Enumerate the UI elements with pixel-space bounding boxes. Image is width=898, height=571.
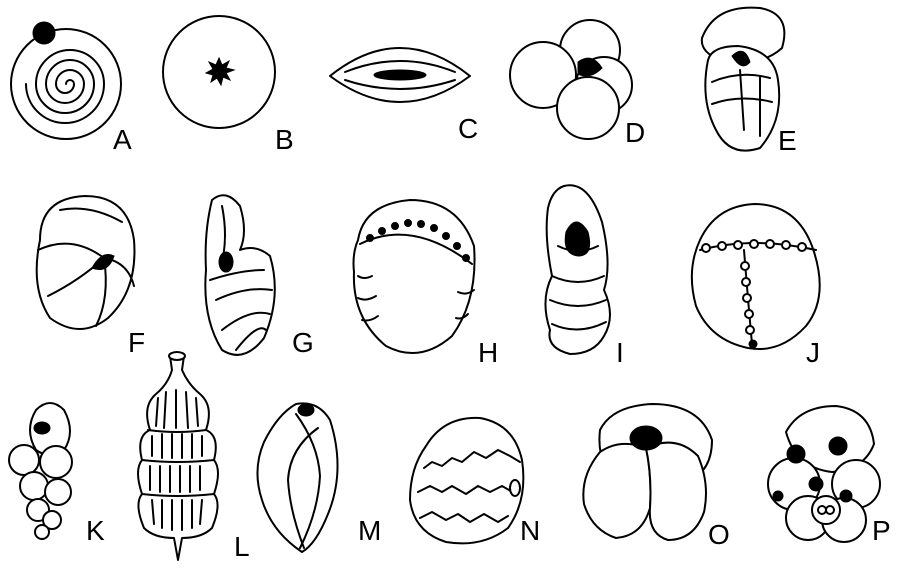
pore-j3 <box>734 241 742 249</box>
specimen-d: D <box>510 20 645 148</box>
label-h: H <box>478 337 498 368</box>
specimen-o: O <box>583 404 729 550</box>
specimen-i: I <box>545 185 623 368</box>
specimen-p: P <box>768 406 891 546</box>
aperture-h4 <box>405 220 412 227</box>
label-m: M <box>358 515 381 546</box>
label-l: L <box>234 531 250 562</box>
label-f: F <box>128 327 145 358</box>
chamber-d4 <box>557 77 619 139</box>
aperture-h6 <box>431 225 438 232</box>
pore-j8 <box>741 262 749 270</box>
aperture-h8 <box>454 243 461 250</box>
aperture-h5 <box>418 221 425 228</box>
chamber-k4 <box>20 472 48 500</box>
label-g: G <box>292 327 314 358</box>
specimen-n: N <box>410 418 540 546</box>
specimen-f: F <box>37 196 145 358</box>
aperture-j <box>749 340 757 348</box>
aperture-p1 <box>787 445 805 463</box>
specimen-k: K <box>9 403 105 546</box>
label-j: J <box>806 337 820 368</box>
pore-j4 <box>750 240 758 248</box>
specimen-m: M <box>257 403 381 552</box>
test-outline-n <box>410 418 523 544</box>
aperture-h7 <box>443 233 450 240</box>
aperture-a <box>33 22 55 44</box>
label-a: A <box>113 124 132 155</box>
pore-j12 <box>746 326 754 334</box>
aperture-h3 <box>392 223 399 230</box>
test-outline-g <box>205 195 274 355</box>
slit-aperture-c <box>374 70 426 80</box>
chamber-k8 <box>35 525 49 539</box>
chamber-k3 <box>40 446 72 478</box>
chamber-o3 <box>646 443 706 540</box>
pore-j1 <box>702 244 710 252</box>
aperture-k <box>34 422 50 434</box>
pore-j5 <box>766 240 774 248</box>
specimen-e: E <box>702 8 797 156</box>
pore-j10 <box>743 294 751 302</box>
test-outline-l <box>138 356 218 560</box>
aperture-p5 <box>773 491 783 501</box>
label-i: I <box>616 337 624 368</box>
test-outline-f <box>37 196 135 329</box>
label-o: O <box>708 519 730 550</box>
test-outline-j <box>692 204 820 349</box>
label-n: N <box>520 515 540 546</box>
label-c: C <box>458 113 478 144</box>
label-b: B <box>275 124 294 155</box>
pore-j7 <box>798 243 806 251</box>
chamber-k5 <box>45 479 71 505</box>
pore-j6 <box>782 241 790 249</box>
chamber-k2 <box>9 445 39 475</box>
pore-j9 <box>742 278 750 286</box>
specimen-a: A <box>11 22 132 155</box>
specimen-b: B <box>163 16 294 155</box>
specimen-h: H <box>354 200 499 368</box>
specimen-g: G <box>205 195 313 358</box>
label-p: P <box>872 515 891 546</box>
aperture-p4 <box>840 490 852 502</box>
aperture-h1 <box>367 235 374 242</box>
pore-j11 <box>745 310 753 318</box>
aperture-h9 <box>463 255 470 262</box>
label-e: E <box>778 125 797 156</box>
aperture-p3 <box>809 477 823 491</box>
chamber-o2 <box>583 444 650 538</box>
aperture-o <box>630 426 662 450</box>
specimen-j: J <box>692 204 820 368</box>
aperture-p2 <box>829 437 847 455</box>
pore-j2 <box>718 242 726 250</box>
specimen-c: C <box>330 48 478 144</box>
aperture-neck-l <box>169 352 185 360</box>
label-d: D <box>625 117 645 148</box>
aperture-n <box>510 480 520 496</box>
label-k: K <box>86 515 105 546</box>
aperture-h2 <box>379 228 386 235</box>
aperture-g <box>219 252 233 272</box>
specimen-l: L <box>138 352 250 562</box>
